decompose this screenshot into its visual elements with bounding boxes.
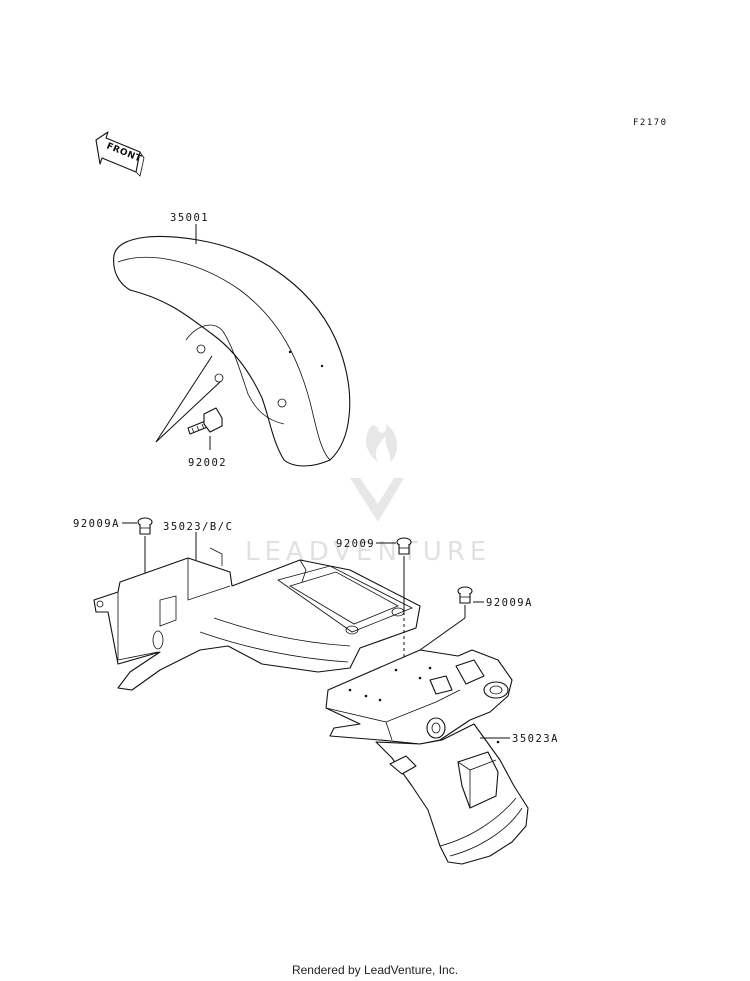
- bolt-92009a-left: [137, 517, 153, 535]
- callout-35023a: 35023A: [512, 733, 559, 745]
- footer-credit: Rendered by LeadVenture, Inc.: [291, 963, 459, 977]
- rear-fender-35023a: [325, 649, 529, 865]
- leader-92002-bracket: [155, 355, 221, 443]
- callout-92009a-left: 92009A: [73, 518, 120, 530]
- rear-inner-fender-35023bc: [93, 547, 421, 691]
- callout-92009: 92009: [336, 538, 375, 550]
- figure-code: F2170: [633, 118, 668, 128]
- bolt-92009: [396, 537, 412, 555]
- bolt-92009a-right: [457, 586, 473, 604]
- bolt-92002: [187, 407, 223, 435]
- front-direction-arrow: FRONT: [95, 131, 145, 177]
- callout-35001: 35001: [170, 212, 209, 224]
- front-fender-35001: [113, 235, 351, 467]
- callout-35023bc: 35023/B/C: [163, 521, 233, 533]
- callout-92009a-right: 92009A: [486, 597, 533, 609]
- leadventure-watermark-logo: [350, 424, 404, 522]
- leader-92009a-right-diag: [419, 617, 466, 651]
- watermark-text: LEADVENTURE: [245, 537, 491, 567]
- callout-92002: 92002: [188, 457, 227, 469]
